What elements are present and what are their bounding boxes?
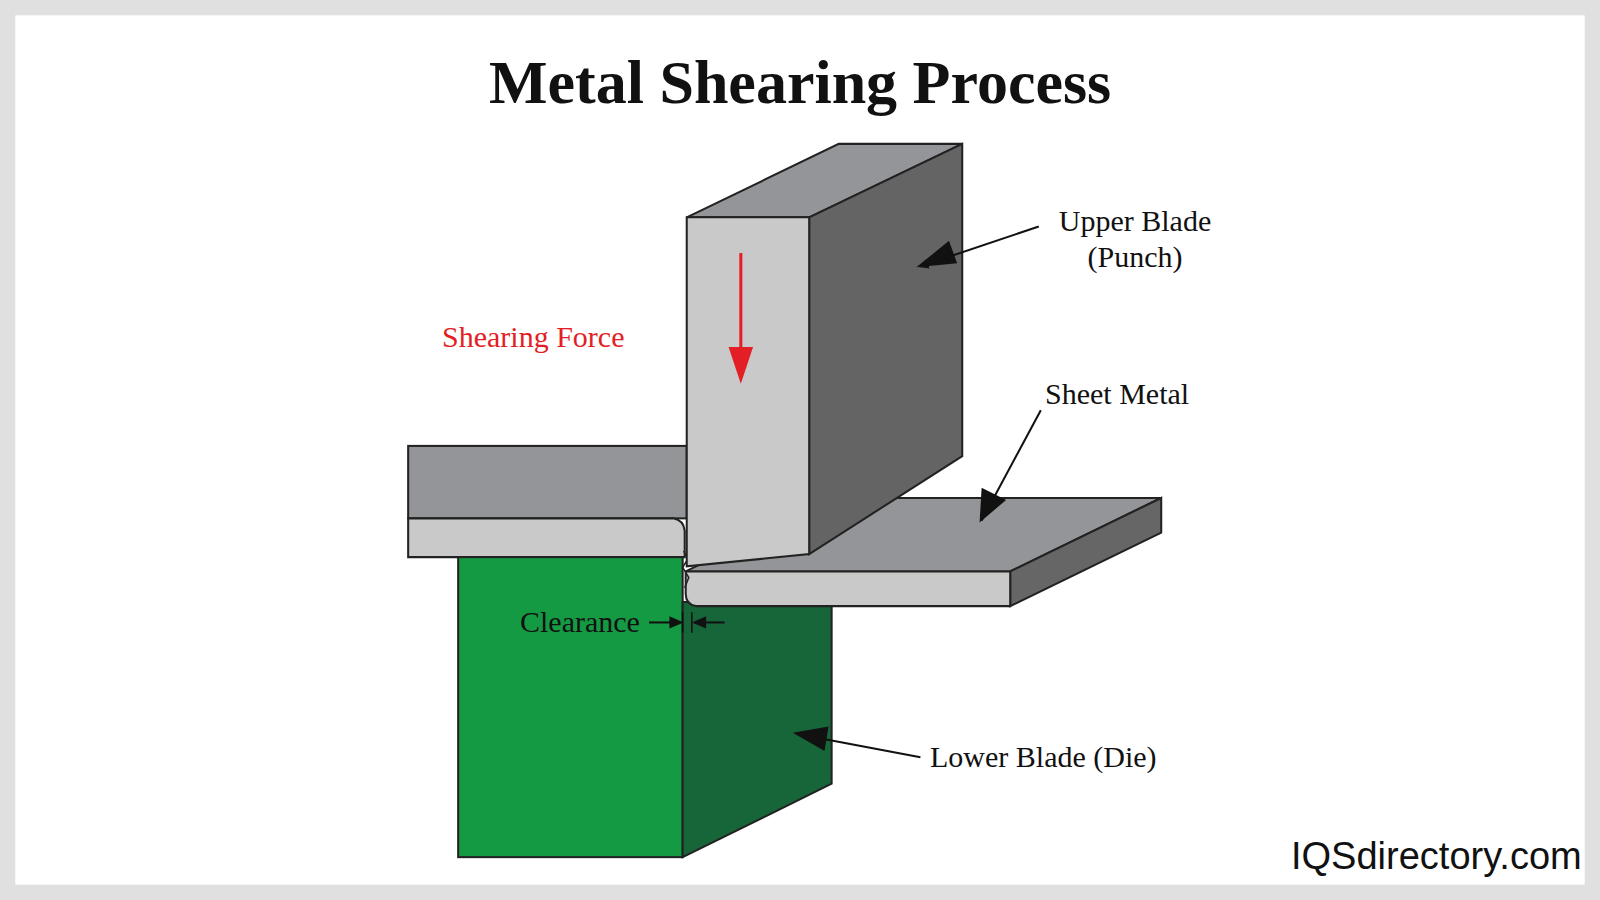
sheet-side-right xyxy=(1010,498,1161,606)
force-arrowhead xyxy=(729,347,753,384)
punch-front xyxy=(687,217,809,566)
part-label: Lower Blade (Die) xyxy=(930,739,1157,775)
sheet-top-left xyxy=(408,446,687,518)
force-arrow xyxy=(739,253,742,352)
clearance-line xyxy=(704,621,724,623)
leader-head xyxy=(980,488,1007,523)
watermark: IQSdirectory.com xyxy=(1291,834,1582,880)
force-label: Shearing Force xyxy=(442,319,624,355)
part-label: Sheet Metal xyxy=(1045,376,1189,412)
punch-side xyxy=(809,144,962,554)
clearance-head xyxy=(692,616,706,628)
dimension-label: Clearance xyxy=(520,604,640,640)
leader-head xyxy=(793,727,829,751)
die-front xyxy=(458,557,682,857)
clearance-head xyxy=(669,616,683,628)
leader-head xyxy=(916,241,957,268)
clearance-tick xyxy=(691,612,693,632)
die-side xyxy=(683,602,832,857)
sheet-front-left xyxy=(408,518,685,557)
clearance-tick xyxy=(682,612,684,632)
diagram-title: Metal Shearing Process xyxy=(489,45,1111,119)
page-ground xyxy=(15,15,1584,884)
sheet-front-right xyxy=(686,571,1010,606)
part-label: Upper Blade (Punch) xyxy=(1035,203,1235,275)
